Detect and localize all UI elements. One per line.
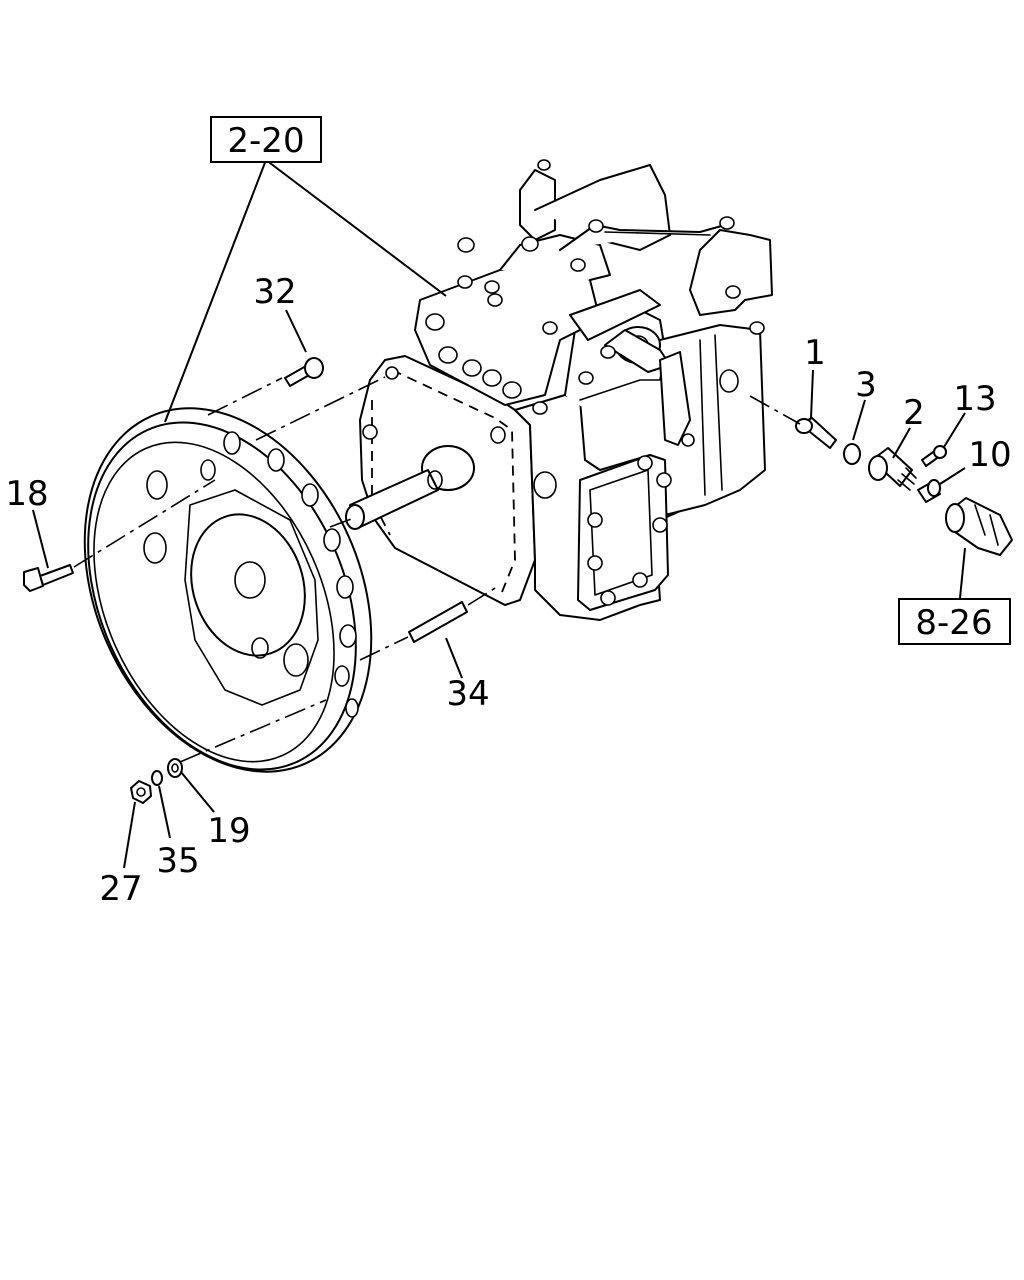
callout-10: 10 bbox=[968, 435, 1011, 475]
sensor-2 bbox=[868, 447, 917, 491]
bolt-13 bbox=[921, 445, 947, 467]
washer-19 bbox=[167, 758, 183, 778]
stud-34 bbox=[408, 601, 468, 643]
callout-18: 18 bbox=[5, 474, 48, 514]
callout-35: 35 bbox=[156, 841, 199, 881]
washer-35 bbox=[151, 770, 163, 786]
bolt-32 bbox=[284, 357, 324, 387]
callout-labels: 32 18 34 19 35 27 1 3 2 13 10 bbox=[5, 272, 1011, 909]
leader-lines bbox=[32, 159, 966, 869]
reference-label-right: 8-26 bbox=[915, 603, 992, 643]
callout-13: 13 bbox=[953, 379, 996, 419]
switch-connector bbox=[945, 497, 1013, 556]
nut-27 bbox=[130, 780, 152, 804]
callout-27: 27 bbox=[99, 869, 142, 909]
callout-3: 3 bbox=[855, 365, 877, 405]
callout-34: 34 bbox=[446, 674, 489, 714]
callout-2: 2 bbox=[903, 393, 925, 433]
bolt-18 bbox=[23, 564, 74, 592]
callout-1: 1 bbox=[804, 333, 826, 373]
clutch-housing bbox=[83, 407, 373, 773]
reference-box-right: 8-26 bbox=[898, 598, 1011, 645]
reference-box-top: 2-20 bbox=[210, 116, 322, 163]
callout-32: 32 bbox=[253, 272, 296, 312]
alignment-lines bbox=[73, 376, 801, 763]
callout-19: 19 bbox=[207, 811, 250, 851]
bolt-1 bbox=[795, 417, 837, 449]
ring-3 bbox=[843, 443, 861, 465]
plug-10 bbox=[917, 479, 941, 503]
reference-label-top: 2-20 bbox=[227, 121, 304, 161]
transmission-case bbox=[345, 159, 773, 621]
